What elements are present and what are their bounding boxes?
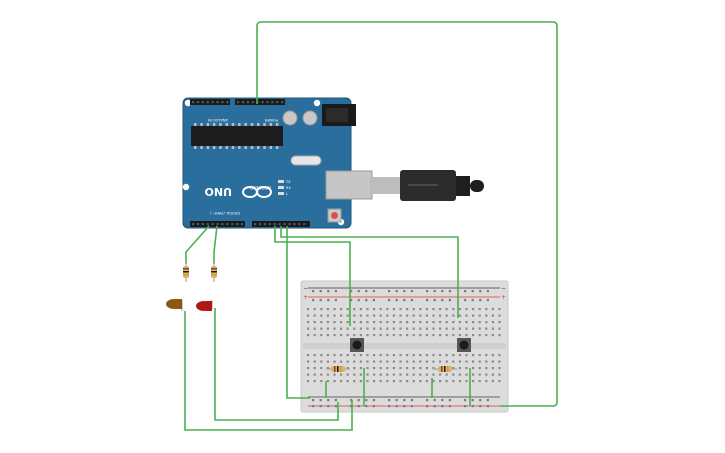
- board-brand-label: ARDUINO: [249, 184, 271, 190]
- wire-led-right: [213, 225, 218, 264]
- wire-led-left: [185, 225, 210, 264]
- breadboard[interactable]: + − + −: [300, 280, 509, 413]
- analog-in-label: ANALOG IN: [208, 118, 228, 122]
- wire-gnd-rail: [286, 226, 310, 399]
- capacitor: [302, 110, 318, 126]
- rail-plus-label-right: +: [501, 294, 506, 301]
- resistor-led-right[interactable]: [211, 262, 217, 282]
- header-bottom-right: [252, 221, 310, 227]
- wire-led-left-gnd: [184, 311, 353, 431]
- resistor-button2[interactable]: [433, 366, 457, 372]
- rail-plus-label: +: [303, 294, 308, 301]
- header-top-right: [235, 99, 285, 105]
- rail-minus-label-right: −: [501, 285, 506, 292]
- usb-port: [325, 170, 373, 200]
- resistor-button1[interactable]: [326, 366, 350, 372]
- rx-label: RX: [286, 186, 291, 190]
- arduino-logo: [242, 186, 272, 198]
- microcontroller-chip: [191, 126, 283, 146]
- header-pins: [192, 101, 306, 226]
- wires: [184, 21, 558, 431]
- mount-hole: [184, 99, 192, 107]
- resistor-led-left[interactable]: [183, 262, 189, 282]
- mount-hole: [313, 99, 321, 107]
- l-led: [278, 192, 284, 195]
- pushbutton-2[interactable]: [457, 338, 471, 352]
- mount-hole: [182, 183, 190, 191]
- tx-led: [278, 180, 284, 183]
- wire-d3-button2: [280, 226, 459, 318]
- digital-label: DIGITAL (PWM~): [210, 211, 240, 215]
- capacitor: [282, 110, 298, 126]
- power-label: POWER: [264, 118, 278, 122]
- pushbutton-1[interactable]: [350, 338, 364, 352]
- led-right[interactable]: [196, 300, 213, 311]
- rail-minus-label: −: [303, 285, 308, 292]
- usb-cable[interactable]: [370, 170, 484, 201]
- wire-led-right-gnd: [214, 308, 339, 421]
- tx-label: TX: [285, 180, 291, 184]
- led-left[interactable]: [166, 299, 183, 311]
- wire-d2-button1: [274, 226, 351, 326]
- wire-5v-rail: [256, 21, 558, 407]
- rx-led: [278, 186, 284, 189]
- crystal-oscillator: [290, 155, 322, 166]
- arduino-uno-board[interactable]: UNO ARDUINO ANALOG IN POWER DIGITAL (PWM…: [182, 97, 373, 229]
- header-top-left: [190, 99, 230, 105]
- board-model-label: UNO: [205, 185, 233, 198]
- breadboard-holes: [307, 290, 501, 408]
- l-label: L: [286, 192, 288, 196]
